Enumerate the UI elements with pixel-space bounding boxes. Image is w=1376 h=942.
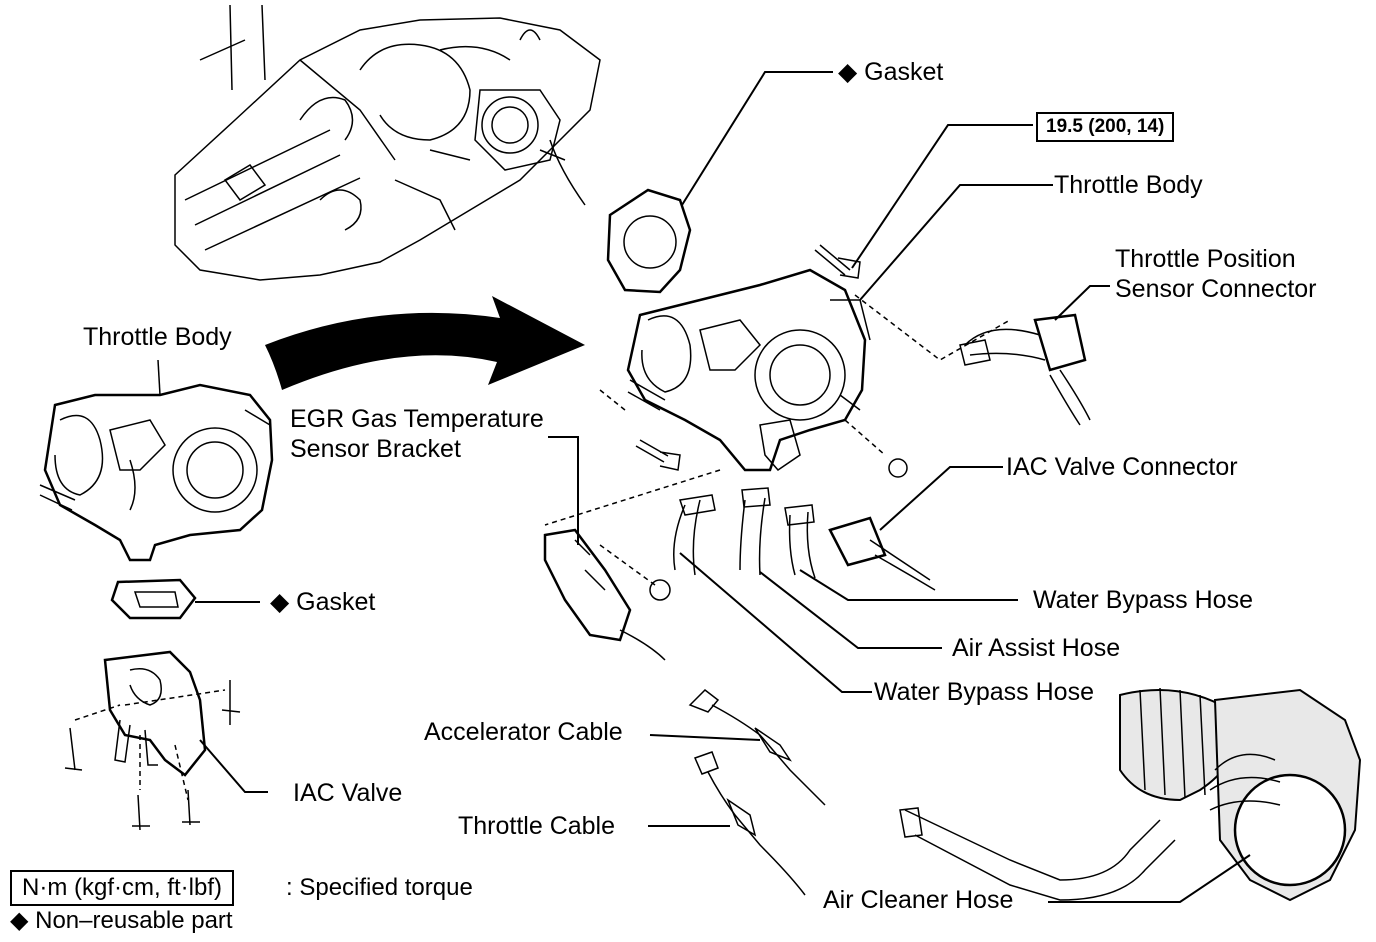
throttle-body-left-illustration [39, 359, 274, 562]
label-gasket-left: ◆ Gasket [270, 588, 376, 616]
gasket-left-illustration [110, 578, 197, 620]
label-water-bypass-hose-1: Water Bypass Hose [1033, 586, 1253, 614]
label-tps-connector: Throttle Position Sensor Connector [1115, 245, 1317, 303]
cables-illustration [688, 689, 826, 896]
label-air-cleaner-hose: Air Cleaner Hose [823, 886, 1014, 914]
label-iac-connector: IAC Valve Connector [1006, 453, 1238, 481]
label-accelerator-cable: Accelerator Cable [424, 718, 623, 746]
throttle-body-right-illustration [626, 268, 871, 472]
label-egr-bracket: EGR Gas Temperature Sensor Bracket [290, 405, 544, 463]
hoses-illustration [673, 487, 816, 579]
label-throttle-body-right: Throttle Body [1054, 171, 1203, 199]
legend-non-reusable: ◆ Non–reusable part [10, 907, 233, 934]
torque-value-badge: 19.5 (200, 14) [1036, 112, 1175, 142]
label-throttle-body-left: Throttle Body [83, 323, 232, 351]
iac-connector-illustration [828, 516, 936, 591]
iac-valve-illustration [64, 650, 241, 831]
gasket-right-illustration [606, 188, 692, 294]
tps-connector-illustration [959, 313, 1091, 426]
label-throttle-cable: Throttle Cable [458, 812, 616, 840]
label-air-assist-hose: Air Assist Hose [952, 634, 1121, 662]
legend-torque-description: : Specified torque [286, 874, 473, 901]
engine-sketch [174, 4, 601, 281]
label-water-bypass-hose-2: Water Bypass Hose [874, 678, 1094, 706]
egr-bracket-illustration [543, 528, 666, 661]
label-iac-valve: IAC Valve [293, 779, 403, 807]
legend-torque-unit-box: N·m (kgf·cm, ft·lbf) [10, 870, 234, 906]
air-cleaner-hose-illustration [899, 687, 1362, 902]
label-gasket-top: ◆ Gasket [838, 58, 944, 86]
transition-arrow [265, 296, 585, 390]
